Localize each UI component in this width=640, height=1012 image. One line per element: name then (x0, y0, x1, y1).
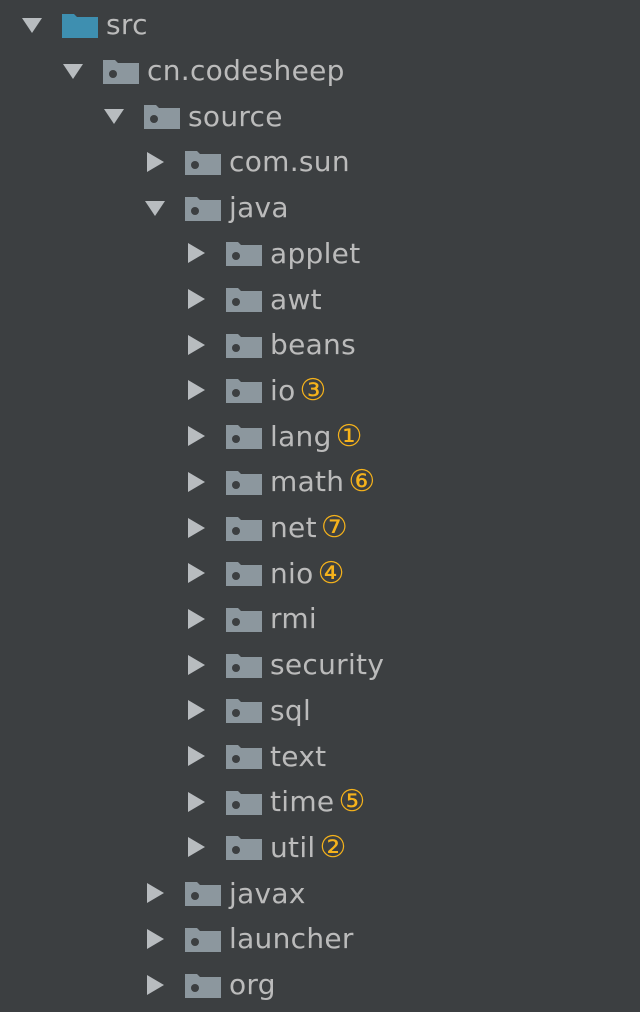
package-folder-icon (224, 330, 264, 360)
collapsed-arrow-icon[interactable] (143, 973, 167, 997)
tree-node-label: util (270, 830, 316, 864)
order-badge: ③ (299, 372, 327, 408)
package-folder-icon (224, 375, 264, 405)
collapsed-arrow-icon[interactable] (184, 287, 208, 311)
tree-node-label: src (106, 8, 148, 42)
tree-node[interactable]: rmi (184, 596, 317, 642)
expanded-arrow-icon[interactable] (102, 104, 126, 128)
tree-node-label: net (270, 511, 317, 545)
order-badge: ① (335, 418, 363, 454)
tree-node[interactable]: security (184, 642, 384, 688)
expanded-arrow-icon[interactable] (20, 13, 44, 37)
package-folder-icon (183, 147, 223, 177)
collapsed-arrow-icon[interactable] (184, 561, 208, 585)
collapsed-arrow-icon[interactable] (184, 790, 208, 814)
collapsed-arrow-icon[interactable] (143, 150, 167, 174)
order-badge: ② (319, 829, 347, 865)
package-folder-icon (224, 238, 264, 268)
package-folder-icon (224, 421, 264, 451)
tree-node[interactable]: awt (184, 276, 322, 322)
package-folder-icon (224, 558, 264, 588)
collapsed-arrow-icon[interactable] (184, 607, 208, 631)
tree-node-label: nio (270, 556, 314, 590)
tree-node-label: applet (270, 236, 361, 270)
tree-node[interactable]: java (143, 185, 289, 231)
tree-node-label: rmi (270, 602, 317, 636)
collapsed-arrow-icon[interactable] (184, 241, 208, 265)
order-badge: ⑥ (348, 464, 376, 500)
collapsed-arrow-icon[interactable] (184, 516, 208, 540)
package-folder-icon (183, 970, 223, 1000)
tree-node[interactable]: beans (184, 322, 356, 368)
tree-node-label: launcher (229, 922, 354, 956)
tree-node-label: time (270, 785, 335, 819)
tree-node[interactable]: applet (184, 231, 361, 277)
package-folder-icon (224, 741, 264, 771)
tree-node-label: math (270, 465, 345, 499)
tree-node[interactable]: src (20, 2, 148, 48)
expanded-arrow-icon[interactable] (61, 59, 85, 83)
package-folder-icon (142, 101, 182, 131)
package-folder-icon (224, 695, 264, 725)
tree-node[interactable]: launcher (143, 916, 354, 962)
tree-node-label: java (229, 191, 289, 225)
tree-node-label: com.sun (229, 145, 350, 179)
tree-node-label: org (229, 968, 276, 1002)
tree-node[interactable]: source (102, 93, 283, 139)
tree-node[interactable]: javax (143, 870, 306, 916)
tree-node-label: security (270, 648, 385, 682)
collapsed-arrow-icon[interactable] (184, 424, 208, 448)
package-folder-icon (183, 924, 223, 954)
tree-node[interactable]: text (184, 733, 326, 779)
package-folder-icon (101, 56, 141, 86)
order-badge: ⑤ (338, 784, 366, 820)
tree-node-label: javax (229, 876, 306, 910)
tree-node-label: source (188, 99, 283, 133)
tree-node-label: lang (270, 419, 332, 453)
collapsed-arrow-icon[interactable] (184, 378, 208, 402)
package-folder-icon (224, 284, 264, 314)
order-badge: ④ (317, 555, 345, 591)
tree-node-label: cn.codesheep (147, 54, 345, 88)
package-folder-icon (224, 832, 264, 862)
tree-node[interactable]: org (143, 962, 276, 1008)
tree-node-label: beans (270, 328, 356, 362)
collapsed-arrow-icon[interactable] (143, 881, 167, 905)
collapsed-arrow-icon[interactable] (184, 653, 208, 677)
tree-node-label: io (270, 373, 296, 407)
collapsed-arrow-icon[interactable] (184, 835, 208, 859)
order-badge: ⑦ (320, 510, 348, 546)
source-folder-icon (60, 10, 100, 40)
package-folder-icon (224, 467, 264, 497)
tree-node[interactable]: sql (184, 688, 311, 734)
tree-node[interactable]: com.sun (143, 139, 350, 185)
tree-node-label: sql (270, 693, 312, 727)
package-folder-icon (183, 193, 223, 223)
collapsed-arrow-icon[interactable] (184, 333, 208, 357)
package-folder-icon (224, 650, 264, 680)
tree-node-label: awt (270, 282, 322, 316)
expanded-arrow-icon[interactable] (143, 196, 167, 220)
tree-node-label: text (270, 739, 327, 773)
package-folder-icon (183, 878, 223, 908)
collapsed-arrow-icon[interactable] (184, 744, 208, 768)
tree-node[interactable]: cn.codesheep (61, 48, 345, 94)
package-folder-icon (224, 604, 264, 634)
collapsed-arrow-icon[interactable] (184, 698, 208, 722)
package-folder-icon (224, 787, 264, 817)
package-folder-icon (224, 513, 264, 543)
collapsed-arrow-icon[interactable] (143, 927, 167, 951)
collapsed-arrow-icon[interactable] (184, 470, 208, 494)
